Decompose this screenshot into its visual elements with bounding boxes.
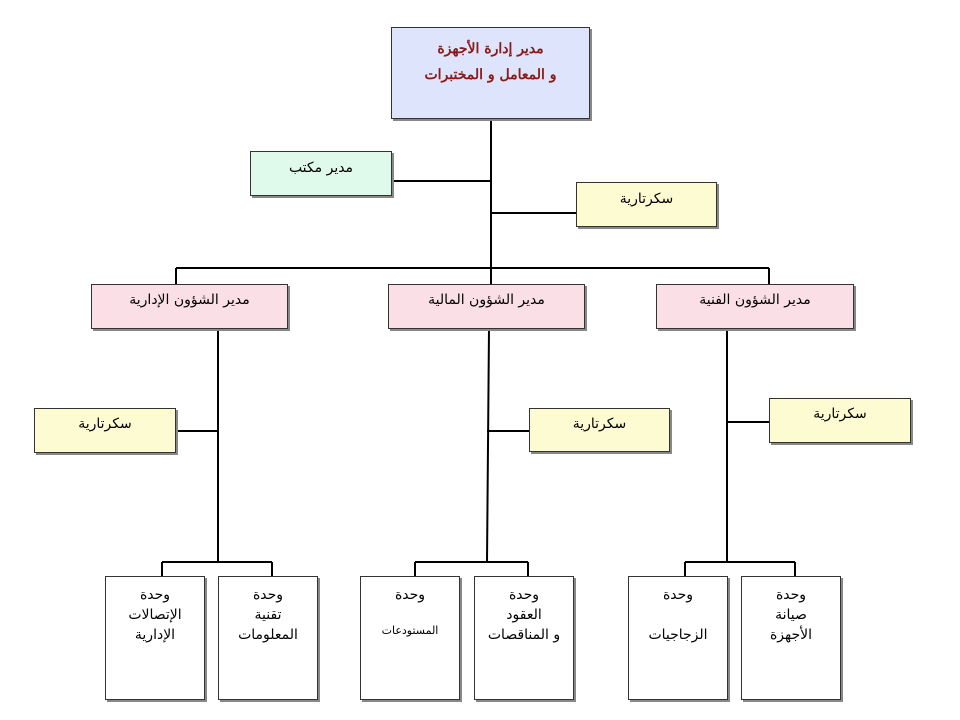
finance-secretary-label: سكرتارية: [572, 416, 627, 432]
admin-manager-box: مدير الشؤون الإدارية: [91, 284, 288, 329]
secretary-top-label: سكرتارية: [619, 191, 674, 207]
technical-manager-box: مدير الشؤون الفنية: [656, 284, 854, 329]
technical-secretary-box: سكرتارية: [769, 398, 911, 443]
unit-admin-it-l2: تقنية: [254, 607, 282, 623]
unit-admin-it-l1: وحدة: [252, 587, 284, 603]
unit-tech-glassware: وحدة الزجاجيات: [628, 576, 728, 700]
unit-tech-glassware-l2: الزجاجيات: [648, 627, 708, 643]
unit-tech-maintenance-l1: وحدة: [775, 587, 807, 603]
unit-admin-it-l3: المعلومات: [238, 627, 298, 643]
finance-manager-box: مدير الشؤون المالية: [388, 284, 585, 329]
admin-secretary-box: سكرتارية: [34, 408, 176, 453]
unit-finance-contracts: وحدة العقود و المناقصات: [474, 576, 574, 700]
unit-finance-contracts-l1: وحدة: [508, 587, 540, 603]
finance-secretary-box: سكرتارية: [529, 408, 670, 452]
top-manager-box: مدير إدارة الأجهزة و المعامل و المختبرات: [391, 27, 590, 119]
unit-tech-maintenance: وحدة صيانة الأجهزة: [741, 576, 841, 700]
office-manager-box: مدير مكتب: [250, 151, 392, 196]
technical-manager-label: مدير الشؤون الفنية: [699, 292, 811, 308]
unit-admin-communications-l1: وحدة: [139, 587, 171, 603]
unit-tech-glassware-l1: وحدة: [662, 587, 694, 603]
unit-admin-communications-l3: الإدارية: [134, 627, 176, 643]
unit-finance-stores: وحدة المستودعات: [360, 576, 460, 700]
unit-admin-communications-l2: الإتصالات: [128, 607, 182, 623]
unit-tech-maintenance-l3: الأجهزة: [769, 627, 813, 643]
unit-finance-contracts-l2: العقود: [506, 607, 542, 623]
top-manager-line2: و المعامل و المختبرات: [424, 67, 557, 83]
top-manager-line1: مدير إدارة الأجهزة: [437, 41, 544, 57]
unit-admin-it: وحدة تقنية المعلومات: [218, 576, 318, 700]
unit-finance-contracts-l3: و المناقصات: [487, 627, 561, 643]
unit-finance-stores-l2: المستودعات: [381, 624, 439, 637]
unit-finance-stores-l1: وحدة: [394, 587, 426, 603]
office-manager-label: مدير مكتب: [288, 160, 354, 176]
secretary-top-box: سكرتارية: [576, 182, 717, 227]
unit-tech-maintenance-l2: صيانة: [775, 607, 807, 623]
admin-secretary-label: سكرتارية: [78, 416, 132, 432]
technical-secretary-label: سكرتارية: [813, 406, 867, 422]
admin-manager-label: مدير الشؤون الإدارية: [129, 292, 250, 308]
finance-manager-label: مدير الشؤون المالية: [428, 292, 545, 308]
unit-admin-communications: وحدة الإتصالات الإدارية: [105, 576, 205, 700]
